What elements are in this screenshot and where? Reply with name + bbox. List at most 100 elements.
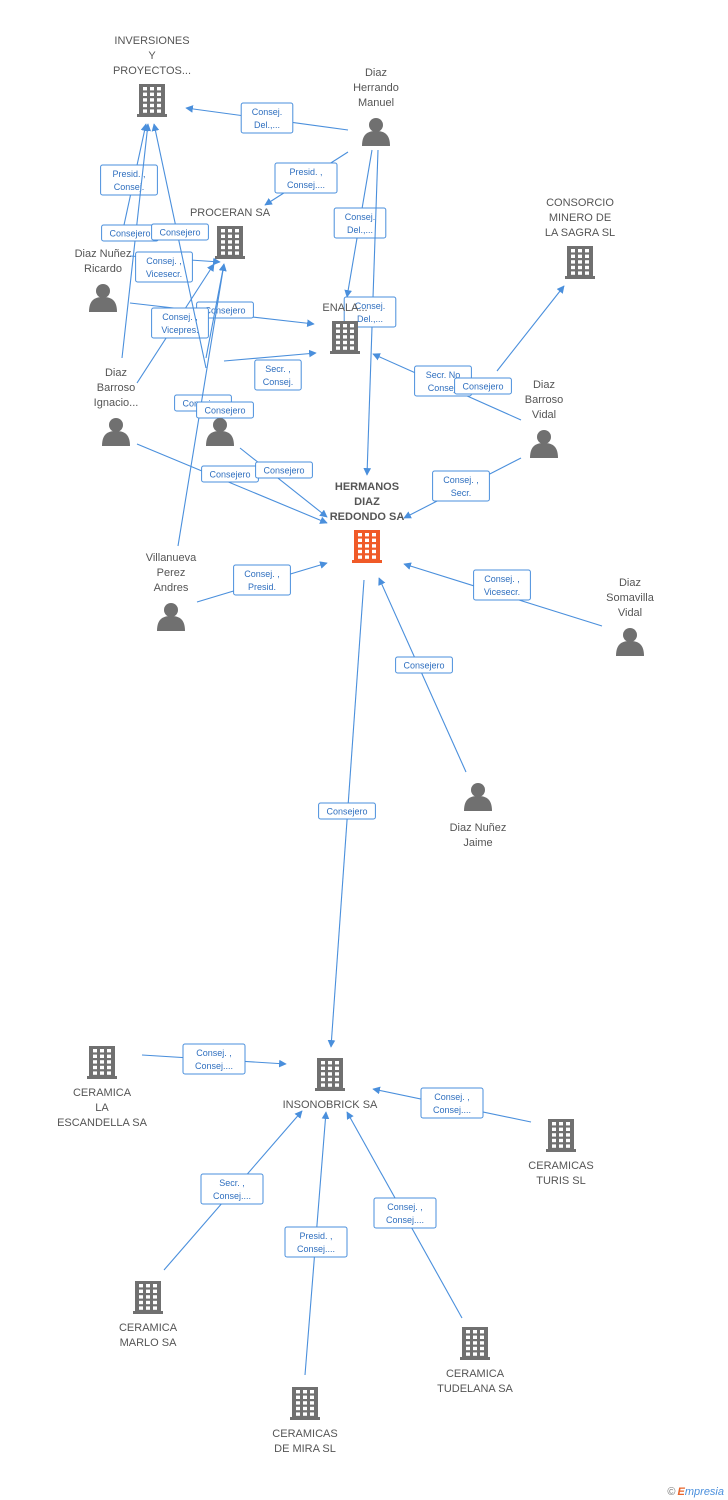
node-label: ENALA... xyxy=(322,302,367,314)
node-label: Jaime xyxy=(463,837,492,849)
building-icon[interactable] xyxy=(137,84,167,117)
edge-label-text: Presid. , xyxy=(299,1231,332,1241)
building-icon[interactable] xyxy=(352,530,382,563)
building-icon[interactable] xyxy=(87,1046,117,1079)
node-label: LA xyxy=(95,1102,109,1114)
node-label: CERAMICA xyxy=(119,1322,178,1334)
building-icon[interactable] xyxy=(546,1119,576,1152)
person-icon[interactable] xyxy=(102,418,130,446)
node-label: Manuel xyxy=(358,97,394,109)
node-label: Vidal xyxy=(532,409,556,421)
building-icon[interactable] xyxy=(215,226,245,259)
node-label: Villanueva xyxy=(146,552,197,564)
node-proceran[interactable]: PROCERAN SA xyxy=(190,207,271,259)
edge-label-box[interactable] xyxy=(151,223,209,241)
node-label: Ricardo xyxy=(84,263,122,275)
edge-label-text: Consej. , xyxy=(146,256,182,266)
edge-label-box[interactable] xyxy=(254,359,302,391)
edge-label-box[interactable] xyxy=(233,564,291,596)
node-label: Barroso xyxy=(525,394,564,406)
person-icon[interactable] xyxy=(464,783,492,811)
edge-line xyxy=(378,577,467,773)
edge-label-box[interactable] xyxy=(200,1173,264,1205)
edge-label-text: Consej. , xyxy=(434,1092,470,1102)
node-label: Diaz Nuñez xyxy=(450,822,507,834)
edge-label-text: Consejero xyxy=(462,382,503,392)
edge-vidal-to-enala: Consejero xyxy=(454,285,565,395)
edge-ignacio-to-enala: Consejero xyxy=(136,443,328,524)
edge-label-box[interactable] xyxy=(373,1197,437,1229)
edge-label-box[interactable] xyxy=(240,102,294,134)
node-label: Perez xyxy=(157,567,186,579)
edge-vidal-to-hermanos: Consej. ,Vicesecr. xyxy=(403,562,603,627)
building-icon[interactable] xyxy=(330,321,360,354)
edge-label-text: Consej. xyxy=(355,301,386,311)
person-icon[interactable] xyxy=(530,430,558,458)
edge-ignacio-to-inversiones: Consejero xyxy=(101,123,159,359)
edge-vidal-to-consorcio: Consej. ,Secr. xyxy=(403,457,522,519)
node-label: MINERO DE xyxy=(549,212,611,224)
person-icon[interactable] xyxy=(89,284,117,312)
building-icon[interactable] xyxy=(460,1327,490,1360)
edge-label-box[interactable] xyxy=(395,656,453,674)
edge-marlo-to-insonobrick: Presid. ,Consej.... xyxy=(284,1111,348,1376)
edge-label-text: Consej.... xyxy=(386,1215,424,1225)
edge-label-text: Del.,... xyxy=(347,225,373,235)
edge-label-box[interactable] xyxy=(333,207,387,239)
person-icon[interactable] xyxy=(616,628,644,656)
node-label: CERAMICAS xyxy=(528,1160,593,1172)
edge-label-box[interactable] xyxy=(343,296,397,328)
edge-label-text: Consej. , xyxy=(244,569,280,579)
node-p_mid[interactable] xyxy=(206,418,234,446)
edge-label-text: Consejero xyxy=(403,661,444,671)
building-icon[interactable] xyxy=(315,1058,345,1091)
edge-label-box[interactable] xyxy=(420,1087,484,1119)
edge-label-box[interactable] xyxy=(454,377,512,395)
edge-label-box[interactable] xyxy=(182,1043,246,1075)
node-inversiones[interactable]: INVERSIONESYPROYECTOS... xyxy=(113,35,191,117)
building-icon[interactable] xyxy=(290,1387,320,1420)
edge-label-box[interactable] xyxy=(135,251,193,283)
building-icon[interactable] xyxy=(133,1281,163,1314)
node-insonobrick[interactable]: INSONOBRICK SA xyxy=(283,1058,378,1111)
node-label: CERAMICA xyxy=(446,1368,505,1380)
node-label: CERAMICA xyxy=(73,1087,132,1099)
edge-label-box[interactable] xyxy=(284,1226,348,1258)
edge-label-box[interactable] xyxy=(318,802,376,820)
edge-label-box[interactable] xyxy=(255,461,313,479)
edge-label-text: Consej. xyxy=(114,182,145,192)
edge-label-text: Consej.... xyxy=(433,1105,471,1115)
edge-label-box[interactable] xyxy=(473,569,531,601)
edge-label-box[interactable] xyxy=(100,164,158,196)
node-label: Barroso xyxy=(97,382,136,394)
person-icon[interactable] xyxy=(206,418,234,446)
edge-label-box[interactable] xyxy=(274,162,338,194)
building-icon[interactable] xyxy=(565,246,595,279)
node-label: PROYECTOS... xyxy=(113,65,191,77)
node-enala[interactable]: ENALA... xyxy=(322,302,368,354)
edge-label-text: Consej. xyxy=(252,107,283,117)
node-ignacio[interactable]: DiazBarrosoIgnacio... xyxy=(94,367,139,446)
person-icon[interactable] xyxy=(362,118,390,146)
edge-label-box[interactable] xyxy=(196,401,254,419)
edge-label-box[interactable] xyxy=(151,307,209,339)
edge-label-text: Consej. , xyxy=(484,574,520,584)
edge-jaime-to-hermanos: Consejero xyxy=(318,579,376,1048)
edge-escandella-to-insonobrick: Consej. , Consej.... xyxy=(372,1086,532,1123)
person-icon[interactable] xyxy=(157,603,185,631)
edge-herrando-to-enala: Consej.Del.,... xyxy=(333,149,387,298)
edge-label-box[interactable] xyxy=(432,470,490,502)
